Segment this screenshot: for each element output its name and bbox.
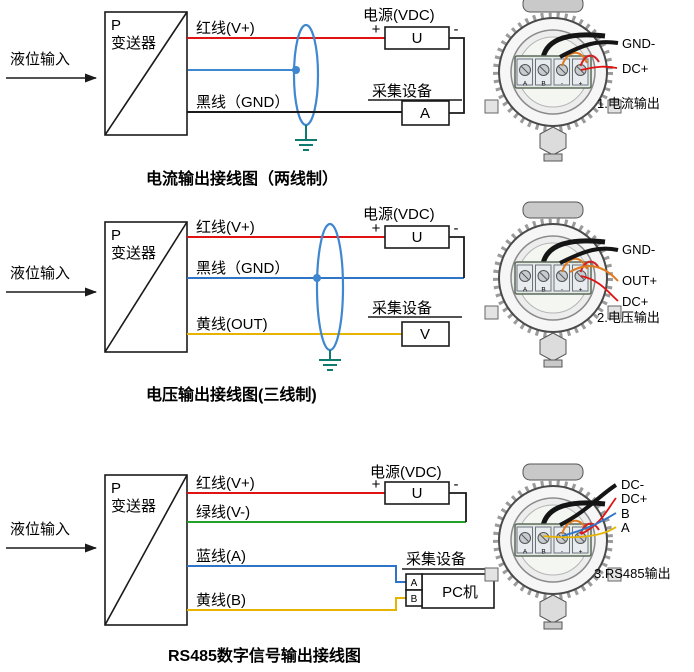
pc-port-b-label: B <box>411 594 418 605</box>
power-plus-sign: + <box>372 21 381 38</box>
collector-title: 采集设备 <box>372 300 432 317</box>
blue-wire <box>187 565 406 583</box>
blue-wire-label: 蓝线(A) <box>196 548 246 565</box>
photo-label-a: A <box>621 520 630 535</box>
photo-dc-leader <box>580 275 619 302</box>
transmitter-name: 变送器 <box>111 35 156 52</box>
photo-label-dcplus: DC+ <box>621 491 647 506</box>
ground-symbol <box>295 125 317 151</box>
photo-out-leader <box>569 265 619 282</box>
transmitter-diagonal <box>104 474 188 626</box>
transmitter-photo <box>485 0 621 161</box>
power-title: 电源(VDC) <box>370 464 442 481</box>
photo-label-dcminus: DC- <box>621 477 644 492</box>
input-label: 液位输入 <box>10 265 70 282</box>
pc-port-b-box <box>405 589 423 607</box>
photo-label-gnd: GND- <box>622 242 655 257</box>
power-supply-box <box>384 481 450 505</box>
photo-a-leader <box>542 526 617 539</box>
photo-label-b: B <box>621 506 630 521</box>
voltmeter-box <box>401 321 450 347</box>
red-wire-label: 红线(V+) <box>196 219 255 236</box>
power-title: 电源(VDC) <box>363 206 435 223</box>
photo-dcplus-leader <box>580 497 617 535</box>
photo-caption: 3.RS485输出 <box>594 566 671 581</box>
section-rs485-output: 液位输入 P 变送器 红线(V+) 绿线(V-) 蓝线(A) 黄线(B) 电源(… <box>6 464 671 665</box>
photo-label-gnd: GND- <box>622 36 655 51</box>
black-wire-label: 黑线（GND） <box>196 94 289 111</box>
pc-box <box>421 573 495 609</box>
section-voltage-output: 液位输入 P 变送器 红线(V+) 黑线（GND） 黄线(OUT) 电源(VDC… <box>6 202 660 404</box>
power-unit: U <box>412 30 423 47</box>
photo-dcminus-leader <box>559 483 618 527</box>
section-caption: RS485数字信号输出接线图 <box>168 646 361 665</box>
photo-label-dc: DC+ <box>622 61 648 76</box>
green-wire-label: 绿线(V-) <box>196 504 250 521</box>
transmitter-diagonal <box>104 11 188 136</box>
collector-title: 采集设备 <box>406 551 466 568</box>
photo-caption: 2.电压输出 <box>597 310 660 325</box>
photo-label-out: OUT+ <box>622 273 657 288</box>
return-wire <box>449 37 465 114</box>
photo-gnd-leader <box>559 40 619 59</box>
transmitter-photo <box>485 464 621 629</box>
power-plus-sign: + <box>372 476 381 493</box>
yellow-wire-label: 黄线(B) <box>196 592 246 609</box>
return-wire <box>449 492 467 522</box>
photo-label-dc: DC+ <box>622 294 648 309</box>
collector-title: 采集设备 <box>372 83 432 100</box>
photo-gnd-leader <box>559 246 619 265</box>
transmitter-symbol: P <box>111 227 121 244</box>
ammeter-unit: A <box>420 105 430 122</box>
yellow-wire-label: 黄线(OUT) <box>196 316 268 333</box>
power-unit: U <box>412 229 423 246</box>
red-wire-label: 红线(V+) <box>196 475 255 492</box>
transmitter-symbol: P <box>111 17 121 34</box>
red-wire-label: 红线(V+) <box>196 20 255 37</box>
power-unit: U <box>412 485 423 502</box>
photo-dc-leader <box>580 65 618 71</box>
photo-b-leader <box>561 512 617 537</box>
transmitter-name: 变送器 <box>111 245 156 262</box>
input-label: 液位输入 <box>10 51 70 68</box>
return-wire <box>449 236 465 278</box>
pc-label: PC机 <box>442 584 478 601</box>
power-minus-sign: - <box>454 476 459 493</box>
ammeter-box <box>401 100 450 126</box>
power-minus-sign: - <box>454 21 459 38</box>
ground-symbol <box>319 350 341 371</box>
pc-port-a-label: A <box>411 578 418 589</box>
input-label: 液位输入 <box>10 521 70 538</box>
transmitter-symbol: P <box>111 480 121 497</box>
cable-shield-ellipse <box>292 23 320 127</box>
photo-caption: 1.电流输出 <box>597 96 660 111</box>
power-title: 电源(VDC) <box>363 7 435 24</box>
power-minus-sign: - <box>454 220 459 237</box>
yellow-wire <box>187 597 406 611</box>
cable-shield-ellipse <box>315 222 345 352</box>
power-plus-sign: + <box>372 220 381 237</box>
gnd-wire-label: 黑线（GND） <box>196 260 289 277</box>
section-caption: 电流输出接线图（两线制） <box>146 169 338 188</box>
voltmeter-unit: V <box>420 326 430 343</box>
section-caption: 电压输出接线图(三线制) <box>146 385 317 404</box>
transmitter-diagonal <box>104 221 188 353</box>
section-current-output: 液位输入 P 变送器 红线(V+) 黑线（GND） 电源(VDC) + - U … <box>6 0 660 188</box>
transmitter-name: 变送器 <box>111 498 156 515</box>
